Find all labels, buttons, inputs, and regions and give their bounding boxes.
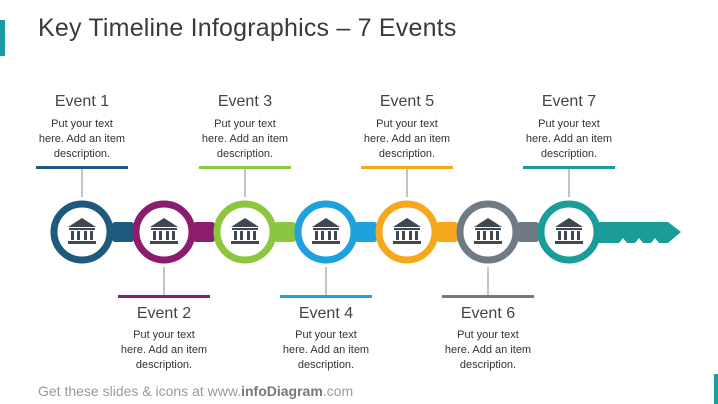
event-7-title: Event 7 (541, 93, 597, 110)
event-underline-6 (442, 295, 534, 298)
footer-brand: infoDiagram (241, 383, 323, 399)
bank-icon-2 (150, 218, 178, 244)
event-ring-5 (375, 200, 439, 264)
key-tab-1 (112, 222, 134, 242)
event-1-description: Put your text here. Add an item descript… (38, 118, 126, 160)
event-underline-3 (199, 166, 291, 169)
bank-icon-7 (555, 218, 583, 244)
event-2-description: Put your text here. Add an item descript… (120, 329, 208, 371)
key-tab-4 (355, 222, 377, 242)
event-underline-2 (118, 295, 210, 298)
footer-prefix: Get these slides & icons at www. (38, 383, 242, 399)
key-tab-2 (193, 222, 215, 242)
event-1-title: Event 1 (54, 93, 110, 110)
event-7-description: Put your text here. Add an item descript… (525, 118, 613, 160)
accent-bar (0, 20, 5, 56)
event-ring-3 (213, 200, 277, 264)
bank-icon-5 (393, 218, 421, 244)
event-2-title: Event 2 (136, 305, 192, 322)
key-tab-5 (436, 222, 458, 242)
key-tab-3 (274, 222, 296, 242)
footer-credit: Get these slides & icons at www.infoDiag… (38, 383, 353, 399)
event-ring-6 (456, 200, 520, 264)
event-underline-4 (280, 295, 372, 298)
event-ring-1 (50, 200, 114, 264)
event-5-title: Event 5 (379, 93, 435, 110)
event-6-title: Event 6 (460, 305, 516, 322)
event-6-description: Put your text here. Add an item descript… (444, 329, 532, 371)
key-tab-6 (517, 222, 539, 242)
key-blade (590, 222, 681, 243)
bank-icon-1 (68, 218, 96, 244)
page-title: Key Timeline Infographics – 7 Events (38, 14, 457, 42)
event-ring-2 (132, 200, 196, 264)
event-ring-7 (537, 200, 601, 264)
bank-icon-4 (312, 218, 340, 244)
event-3-description: Put your text here. Add an item descript… (201, 118, 289, 160)
event-underline-1 (36, 166, 128, 169)
accent-bar-corner (714, 374, 718, 404)
bank-icon-3 (231, 218, 259, 244)
bank-icon-6 (474, 218, 502, 244)
event-4-description: Put your text here. Add an item descript… (282, 329, 370, 371)
footer-suffix: .com (322, 383, 354, 399)
event-underline-7 (523, 166, 615, 169)
event-4-title: Event 4 (298, 305, 354, 322)
event-ring-4 (294, 200, 358, 264)
event-3-title: Event 3 (217, 93, 273, 110)
event-underline-5 (361, 166, 453, 169)
event-5-description: Put your text here. Add an item descript… (363, 118, 451, 160)
